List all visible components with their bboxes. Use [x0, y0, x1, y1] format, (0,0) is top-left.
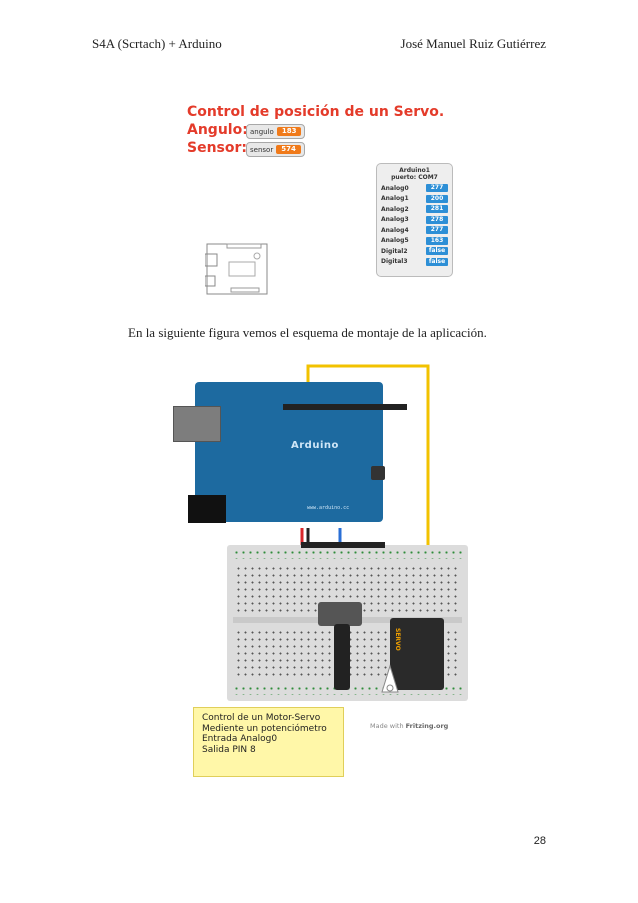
panel-title-line2: puerto: COM7	[391, 174, 438, 181]
panel-title: Arduino1 puerto: COM7	[377, 167, 452, 181]
board-url: www.arduino.cc	[307, 505, 350, 511]
board-name: Arduino	[291, 440, 339, 451]
angle-label: Angulo:	[187, 122, 248, 138]
servo-label: SERVO	[394, 628, 401, 651]
angle-watcher: angulo 183	[246, 124, 306, 139]
made-with-credit: Made with Fritzing.org	[370, 722, 449, 730]
reset-button-icon	[371, 466, 385, 480]
breadboard-bottom-rail	[233, 685, 462, 695]
servo-motor: SERVO	[390, 618, 444, 690]
sensor-value: 574	[276, 145, 301, 154]
fritzing-diagram: Arduino www.arduino.cc SERVO Control de …	[170, 362, 470, 782]
sensor-var-name: sensor	[250, 145, 274, 154]
potentiometer-body	[318, 602, 362, 626]
sensor-label: Sensor:	[187, 140, 247, 156]
note-line: Salida PIN 8	[202, 744, 256, 755]
header-right: José Manuel Ruiz Gutiérrez	[400, 36, 546, 51]
header-left: S4A (Scrtach) + Arduino	[92, 36, 222, 51]
arduino-board: Arduino www.arduino.cc	[195, 382, 407, 548]
potentiometer-knob	[334, 624, 350, 690]
breadboard-top-rail	[233, 549, 462, 559]
fritzing-logo-text: Fritzing.org	[405, 722, 449, 730]
power-analog-header	[301, 542, 385, 548]
digital-header	[283, 404, 407, 410]
note-box: Control de un Motor-Servo Mediente un po…	[193, 707, 344, 777]
angle-var-name: angulo	[250, 127, 274, 136]
note-line: Control de un Motor-Servo	[202, 713, 321, 723]
stage-title: Control de posición de un Servo.	[187, 104, 445, 120]
note-line: Entrada Analog0	[202, 734, 278, 744]
note-line: Mediente un potenciómetro	[202, 723, 327, 734]
caption: En la siguiente figura vemos el esquema …	[128, 325, 487, 340]
usb-connector	[173, 406, 221, 442]
power-jack	[188, 495, 226, 523]
servo-horn-icon	[381, 664, 399, 693]
page-number: 28	[533, 835, 546, 847]
sensor-watcher: sensor 574	[246, 142, 305, 157]
arduino-sprite-icon	[205, 243, 268, 295]
scratch-stage: Control de posición de un Servo. Angulo:…	[183, 100, 453, 305]
angle-value: 183	[276, 127, 302, 136]
panel-title-line1: Arduino1	[399, 167, 430, 174]
